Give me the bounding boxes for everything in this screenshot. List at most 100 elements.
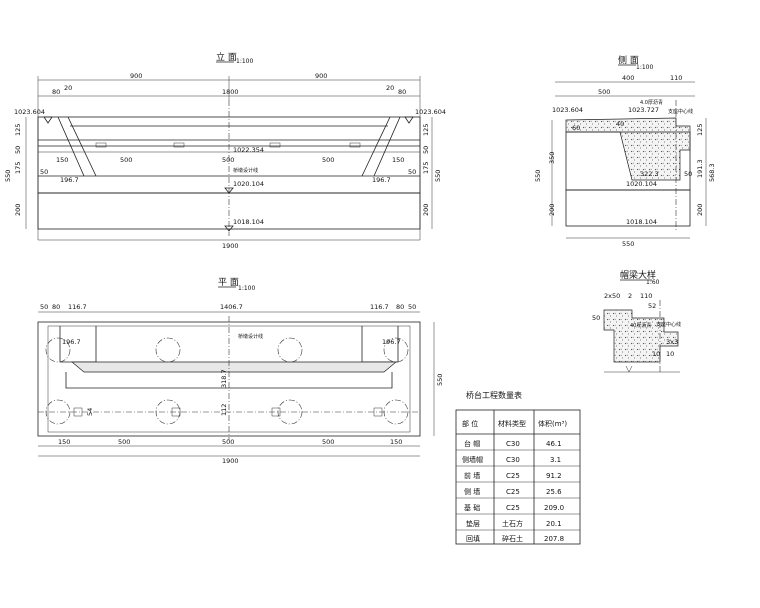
table-row-4-volume: 25.6 bbox=[546, 488, 562, 496]
side-level-a: 1023.604 bbox=[552, 106, 583, 114]
elev-level-3: 1018.104 bbox=[233, 218, 264, 226]
detail-note-2: 支座中心线 bbox=[656, 321, 681, 328]
table-row-3-part: 前 墙 bbox=[464, 471, 480, 480]
side-view: 侧 面 1:100 400 110 500 1023.604 1023.727 … bbox=[534, 54, 716, 248]
plan-dim-14067: 1406.7 bbox=[220, 303, 243, 311]
detail-dim-10a: 10 bbox=[652, 350, 660, 358]
table-row-4-material: C25 bbox=[506, 488, 520, 496]
elev-wing-left: 196.7 bbox=[60, 176, 79, 184]
plan-dim-1167-l: 116.7 bbox=[68, 303, 87, 311]
elev-right-125: 125 bbox=[422, 124, 430, 136]
plan-dim-80-r: 80 bbox=[396, 303, 404, 311]
table-row-6-material: 土石方 bbox=[502, 519, 523, 528]
side-label-40: 40 bbox=[616, 120, 624, 128]
elev-right-550: 550 bbox=[434, 170, 442, 182]
elev-left-175: 175 bbox=[14, 162, 22, 174]
elev-left-50: 50 bbox=[14, 146, 22, 154]
plan-note: 桥墩设计线 bbox=[238, 333, 263, 340]
elev-dim-80-right: 80 bbox=[398, 88, 406, 96]
plan-dim-80-l: 80 bbox=[52, 303, 60, 311]
elev-inner-150-right: 150 bbox=[392, 156, 404, 164]
table-row-7-volume: 207.8 bbox=[544, 535, 564, 543]
table-row-7-material: 碎石土 bbox=[502, 534, 523, 543]
side-bottom-550: 550 bbox=[622, 240, 634, 248]
table-row-3-material: C25 bbox=[506, 472, 520, 480]
plan-bot-500-a: 500 bbox=[118, 438, 130, 446]
table-row-7-part: 回填 bbox=[466, 534, 480, 543]
side-mid-3223: 322.3 bbox=[640, 170, 659, 178]
table-row-1-volume: 46.1 bbox=[546, 440, 562, 448]
table-header-part: 部 位 bbox=[462, 419, 478, 428]
elev-dim-1800: 1800 bbox=[222, 88, 239, 96]
quantity-table: 桥台工程数量表 部 位 材料类型 体积(m³) 台 帽 C30 46.1 侧墙帽… bbox=[455, 390, 581, 545]
plan-scale: 1:100 bbox=[238, 285, 255, 292]
elev-level-center: 1022.354 bbox=[233, 146, 264, 154]
detail-dim-2: 2 bbox=[628, 292, 632, 300]
elev-right-50: 50 bbox=[422, 146, 430, 154]
side-left-200: 200 bbox=[548, 204, 556, 216]
elev-dim-900-left: 900 bbox=[130, 72, 142, 80]
side-dim-400: 400 bbox=[622, 74, 634, 82]
elevation-title: 立 面 bbox=[216, 51, 237, 63]
table-title: 桥台工程数量表 bbox=[466, 390, 522, 400]
side-note-2: 支座中心线 bbox=[668, 108, 693, 115]
elev-right-200: 200 bbox=[422, 204, 430, 216]
elev-inner-500-c: 500 bbox=[322, 156, 334, 164]
side-dim-500: 500 bbox=[598, 88, 610, 96]
detail-dim-110: 110 bbox=[640, 292, 652, 300]
elev-right-175: 175 bbox=[422, 162, 430, 174]
side-left-350: 350 bbox=[548, 152, 556, 164]
detail-dim-10b: 10 bbox=[666, 350, 674, 358]
table-header-volume: 体积(m³) bbox=[538, 419, 567, 428]
table-row-2-volume: 3.1 bbox=[550, 456, 561, 464]
table-row-5-volume: 209.0 bbox=[544, 504, 564, 512]
plan-bot-500-b: 500 bbox=[222, 438, 234, 446]
side-right-1913: 191.3 bbox=[696, 159, 704, 178]
elev-inner-50-left: 50 bbox=[40, 168, 48, 176]
table-row-5-part: 基 础 bbox=[464, 503, 480, 512]
side-title: 侧 面 bbox=[618, 54, 639, 66]
side-left-550: 550 bbox=[534, 170, 542, 182]
side-scale: 1:100 bbox=[636, 64, 653, 71]
plan-bot-150-r: 150 bbox=[390, 438, 402, 446]
elev-inner-150-left: 150 bbox=[56, 156, 68, 164]
side-right-125: 125 bbox=[696, 124, 704, 136]
table-header-material: 材料类型 bbox=[498, 419, 526, 428]
side-note-1: 4.0厚沥青 bbox=[640, 99, 663, 106]
side-dim-110: 110 bbox=[670, 74, 682, 82]
side-level-b: 1023.727 bbox=[628, 106, 659, 114]
elev-level-right: 1023.604 bbox=[415, 108, 446, 116]
elevation-scale: 1:100 bbox=[236, 58, 253, 65]
plan-title: 平 面 bbox=[218, 277, 239, 288]
elev-dim-20-left: 20 bbox=[64, 84, 72, 92]
plan-bottom-1900: 1900 bbox=[222, 457, 239, 465]
plan-inner-112: 112 bbox=[220, 404, 228, 416]
elev-bottom-1900: 1900 bbox=[222, 242, 239, 250]
detail-dim-2x50: 2x50 bbox=[604, 292, 620, 300]
elev-level-2: 1020.104 bbox=[233, 180, 264, 188]
elev-left-125: 125 bbox=[14, 124, 22, 136]
plan-bot-150-l: 150 bbox=[58, 438, 70, 446]
plan-wing-right: 196.7 bbox=[382, 338, 401, 346]
detail-view: 帽梁大样 1:60 2x50 2 110 52 50 40厚沥青 支座中心线 1… bbox=[592, 269, 681, 373]
elevation-view: 立 面 1:100 900 900 1800 80 20 20 80 1023.… bbox=[4, 51, 446, 250]
table-row-5-material: C25 bbox=[506, 504, 520, 512]
table-row-2-material: C30 bbox=[506, 456, 520, 464]
side-level-d: 1018.104 bbox=[626, 218, 657, 226]
side-right-5683: 568.3 bbox=[708, 163, 716, 182]
plan-view: 平 面 1:100 50 80 116.7 1406.7 116.7 80 50… bbox=[37, 277, 444, 465]
side-mid-50: 50 bbox=[684, 170, 692, 178]
detail-dim-50: 50 bbox=[592, 314, 600, 322]
elev-level-left: 1023.604 bbox=[14, 108, 45, 116]
elev-note: 桥墩设计线 bbox=[233, 167, 258, 174]
detail-title: 帽梁大样 bbox=[620, 269, 656, 281]
side-right-200: 200 bbox=[696, 204, 704, 216]
table-row-1-part: 台 帽 bbox=[464, 439, 480, 448]
side-label-60: 60 bbox=[572, 124, 580, 132]
elev-inner-50-right: 50 bbox=[408, 168, 416, 176]
plan-dim-50-l: 50 bbox=[40, 303, 48, 311]
elev-dim-900-right: 900 bbox=[315, 72, 327, 80]
side-level-c: 1020.104 bbox=[626, 180, 657, 188]
